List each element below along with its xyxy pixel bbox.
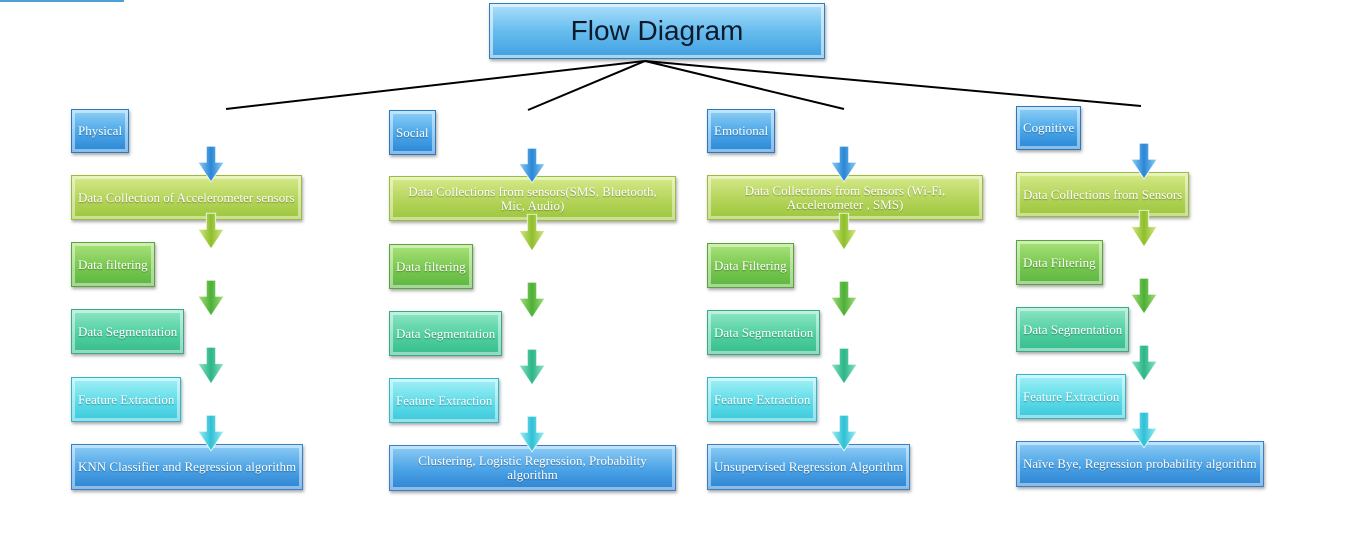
header-physical: Physical — [71, 109, 130, 153]
down-arrow-icon — [517, 147, 546, 184]
column-physical: Physical Data Collection of Acceleromete… — [71, 0, 353, 553]
step-social-collection: Data Collections from sensors(SMS, Bluet… — [389, 176, 676, 221]
header-cognitive: Cognitive — [1016, 106, 1082, 150]
down-arrow-icon — [830, 347, 858, 385]
header-emotional: Emotional — [707, 109, 776, 153]
down-arrow-icon — [517, 213, 546, 252]
step-physical-feature: Feature Extraction — [71, 377, 182, 422]
step-emotional-segmentation: Data Segmentation — [707, 310, 821, 355]
connector-cognitive — [644, 60, 1142, 107]
down-arrow-icon — [830, 414, 858, 452]
corner-accent-line — [0, 0, 124, 2]
step-emotional-algorithm: Unsupervised Regression Algorithm — [707, 444, 911, 490]
down-arrow-icon — [197, 346, 225, 385]
down-arrow-icon — [197, 279, 225, 317]
step-emotional-filtering: Data Filtering — [707, 243, 794, 288]
down-arrow-icon — [830, 280, 858, 318]
diagram-title: Flow Diagram — [489, 3, 825, 59]
step-social-algorithm: Clustering, Logistic Regression, Probabi… — [389, 445, 676, 491]
step-emotional-feature: Feature Extraction — [707, 377, 818, 422]
step-social-filtering: Data filtering — [389, 244, 473, 289]
down-arrow-icon — [197, 145, 225, 183]
step-physical-collection: Data Collection of Accelerometer sensors — [71, 175, 302, 220]
down-arrow-icon — [830, 145, 858, 183]
step-physical-segmentation: Data Segmentation — [71, 309, 185, 354]
down-arrow-icon — [197, 414, 225, 452]
header-social: Social — [389, 110, 436, 155]
down-arrow-icon — [197, 212, 225, 250]
step-cognitive-filtering: Data Filtering — [1016, 240, 1103, 285]
step-cognitive-collection: Data Collections from Sensors — [1016, 172, 1190, 217]
step-physical-filtering: Data filtering — [71, 242, 155, 287]
step-social-feature: Feature Extraction — [389, 378, 500, 423]
down-arrow-icon — [830, 212, 858, 251]
step-social-segmentation: Data Segmentation — [389, 311, 503, 356]
connector-physical — [225, 60, 646, 110]
column-cognitive: Cognitive Data Collections from Sensors … — [1016, 0, 1273, 553]
column-emotional: Emotional Data Collections from Sensors … — [707, 0, 983, 553]
down-arrow-icon — [517, 348, 546, 386]
down-arrow-icon — [1129, 411, 1158, 449]
down-arrow-icon — [517, 281, 546, 319]
connector-emotional — [644, 60, 845, 110]
step-cognitive-feature: Feature Extraction — [1016, 374, 1127, 419]
connector-social — [527, 60, 646, 111]
down-arrow-icon — [1129, 209, 1158, 248]
column-social: Social Data Collections from sensors(SMS… — [389, 0, 676, 553]
down-arrow-icon — [1129, 277, 1158, 315]
step-cognitive-algorithm: Naïve Bye, Regression probability algori… — [1016, 441, 1264, 487]
step-cognitive-segmentation: Data Segmentation — [1016, 307, 1130, 352]
down-arrow-icon — [517, 415, 546, 453]
down-arrow-icon — [1129, 344, 1158, 382]
down-arrow-icon — [1129, 142, 1158, 180]
step-physical-algorithm: KNN Classifier and Regression algorithm — [71, 444, 304, 490]
